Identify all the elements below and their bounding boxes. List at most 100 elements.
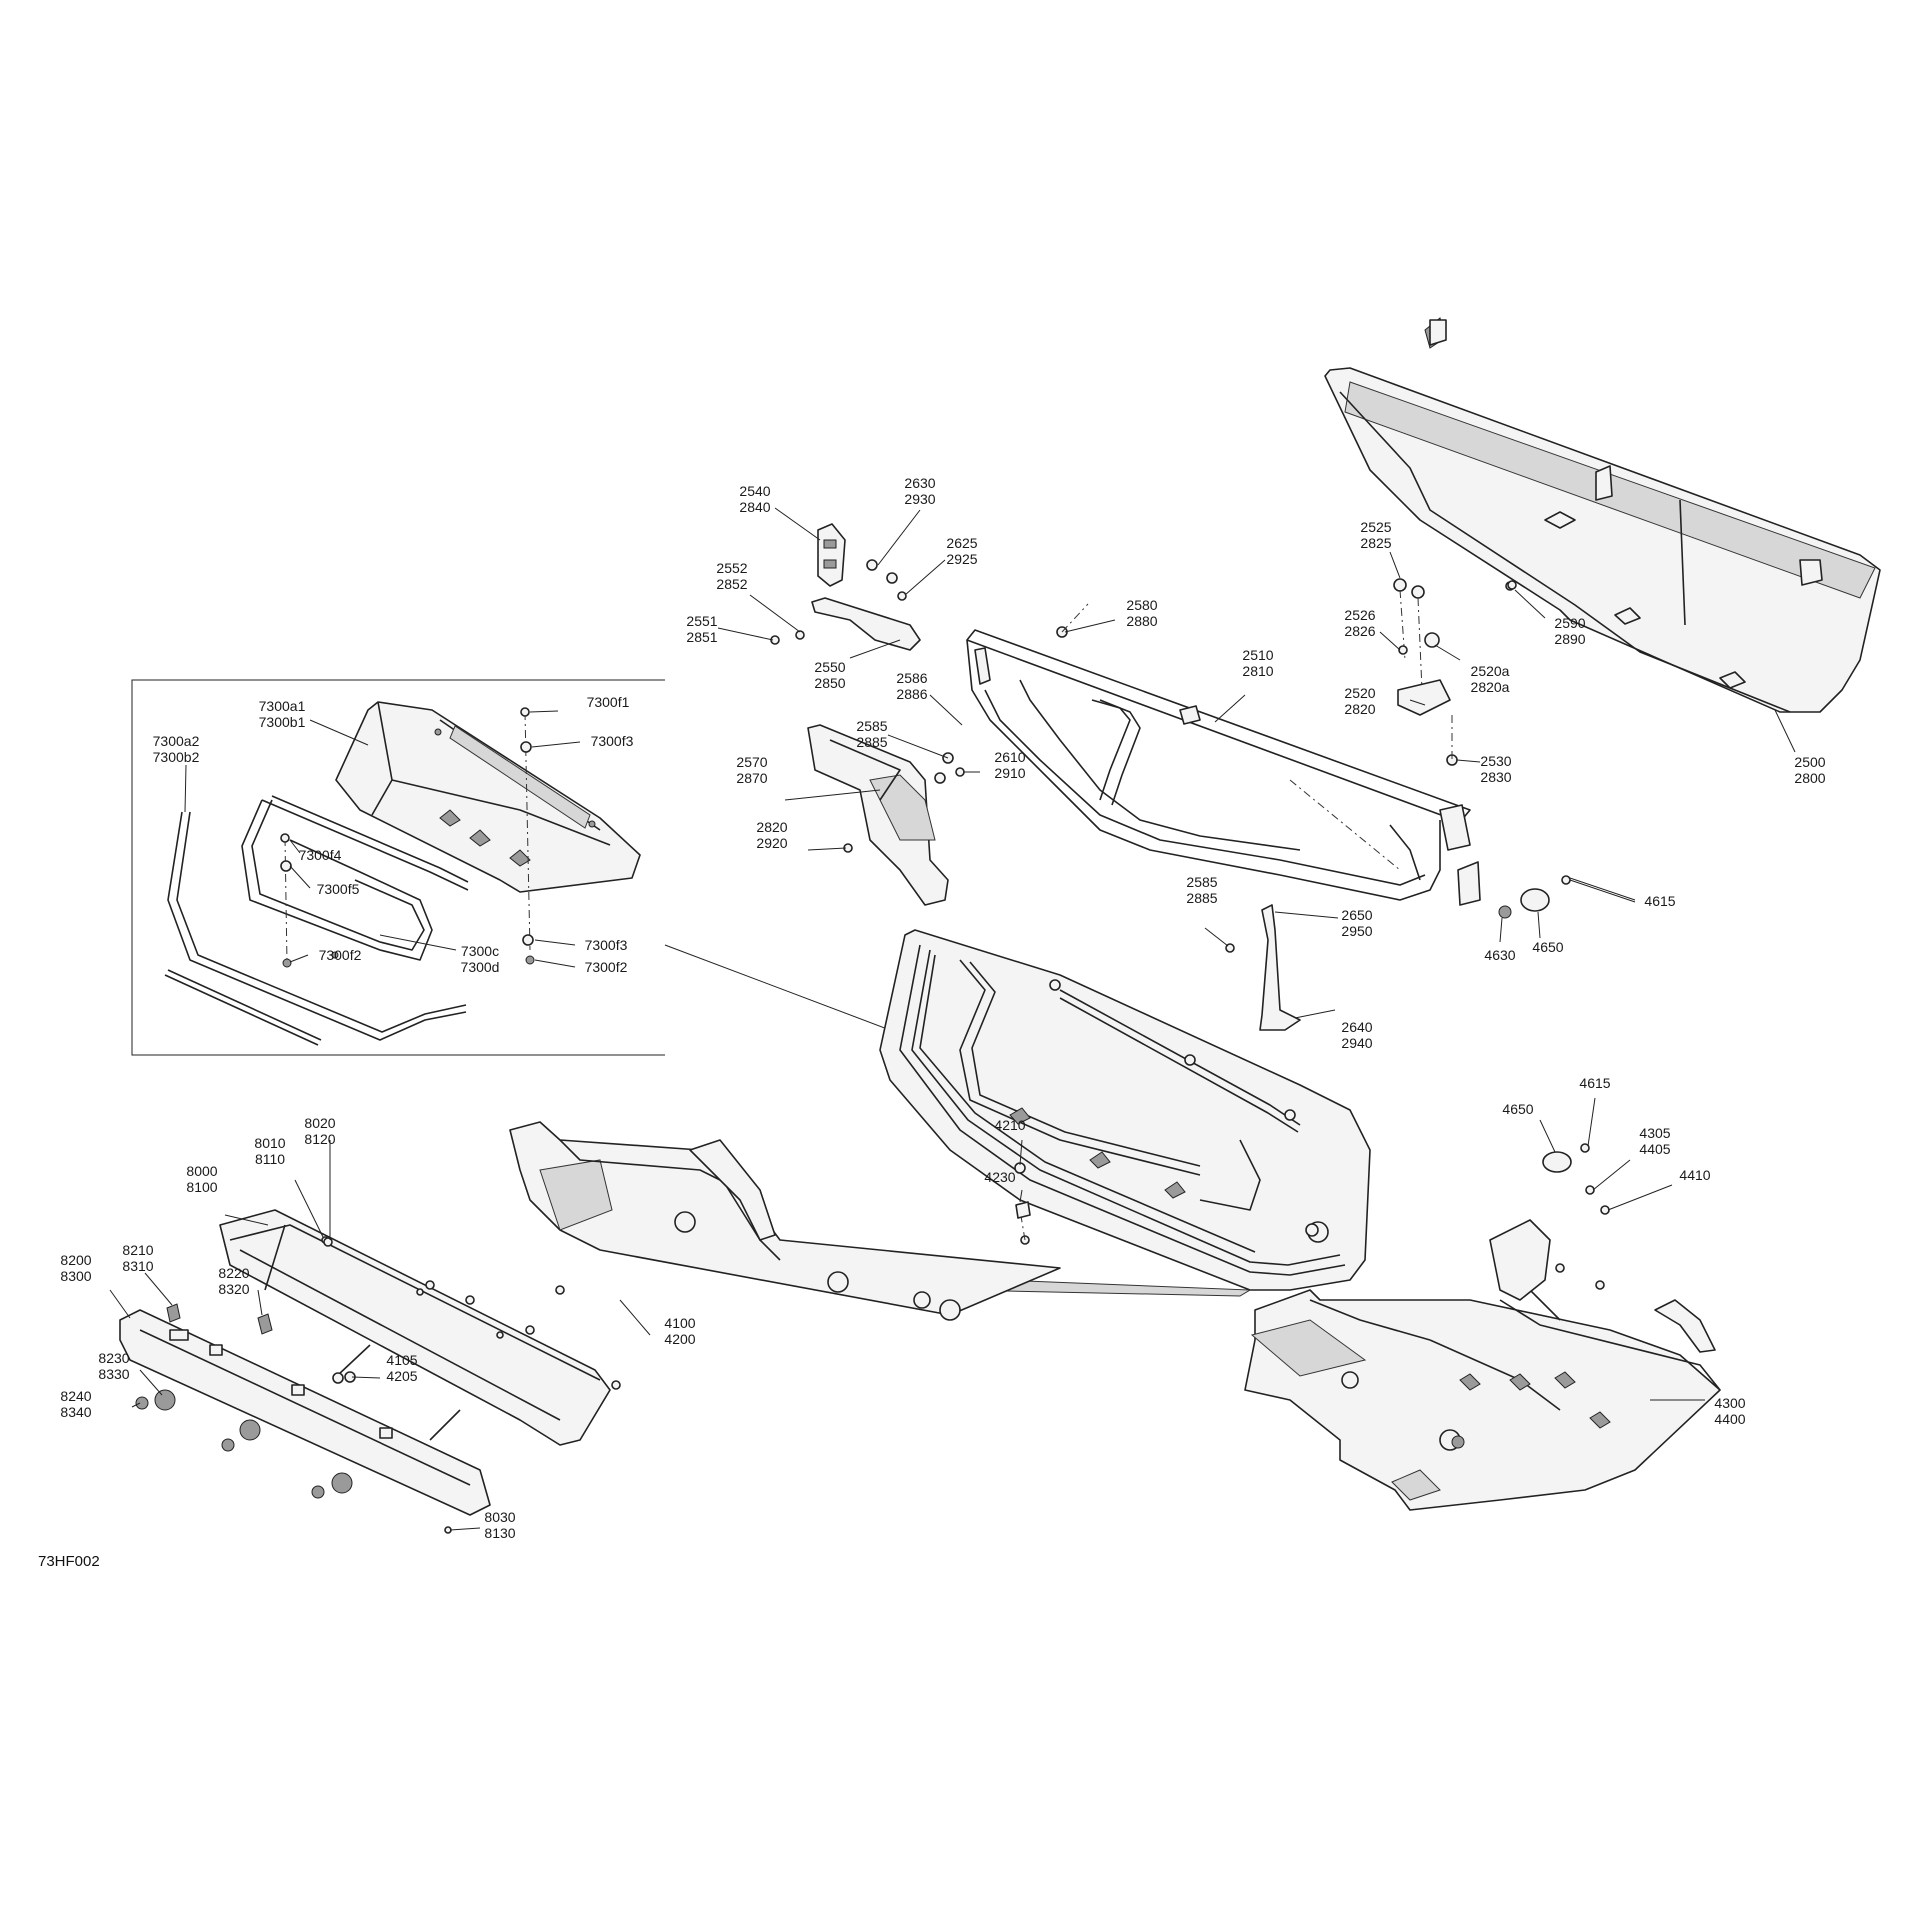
part-number: 2585: [1186, 874, 1217, 890]
callout: 4210: [994, 1117, 1025, 1133]
part-number: 8240: [60, 1388, 91, 1404]
part-door-assembly: [879, 929, 1371, 1297]
part-number: 2820a: [1471, 679, 1510, 695]
part-number: 8000: [186, 1163, 217, 1179]
part-number: 7300f1: [587, 694, 630, 710]
part-hinge-2540: [817, 523, 907, 601]
part-rocker-rail: [119, 1309, 491, 1516]
callout: 7300f3: [585, 937, 628, 953]
callout: 7300f2: [319, 947, 362, 963]
figure-reference: 73HF002: [38, 1553, 100, 1570]
part-door-outer-panel: [1324, 317, 1881, 713]
callout: 7300f1: [587, 694, 630, 710]
part-latch-bracket-2550: [770, 597, 921, 651]
part-number: 2920: [756, 835, 787, 851]
part-number: 4305: [1639, 1125, 1670, 1141]
part-number: 2820: [1344, 701, 1375, 717]
part-rear-panel: [1244, 1143, 1721, 1511]
part-number: 2880: [1126, 613, 1157, 629]
part-number: 2590: [1554, 615, 1585, 631]
part-number: 2551: [686, 613, 717, 629]
part-number: 2580: [1126, 597, 1157, 613]
part-number: 8030: [484, 1509, 515, 1525]
part-number: 2910: [994, 765, 1025, 781]
part-number: 7300b1: [259, 714, 306, 730]
part-number: 8020: [304, 1115, 335, 1131]
part-number: 2830: [1480, 769, 1511, 785]
part-number: 8220: [218, 1265, 249, 1281]
callout: 4615: [1644, 893, 1675, 909]
part-number: 4230: [984, 1169, 1015, 1185]
part-number: 2640: [1341, 1019, 1372, 1035]
part-number: 2586: [896, 670, 927, 686]
part-number: 2850: [814, 675, 845, 691]
part-number: 7300f3: [585, 937, 628, 953]
part-number: 8110: [255, 1151, 285, 1167]
callout: 7300f4: [299, 847, 342, 863]
part-step-channel: [219, 1209, 611, 1446]
leader-lines: [109, 507, 1796, 1531]
part-number: 7300f5: [317, 881, 360, 897]
callout: 4630: [1484, 947, 1515, 963]
part-number: 4405: [1639, 1141, 1670, 1157]
small-fasteners-upper: [1056, 578, 1517, 766]
part-number: 4630: [1484, 947, 1515, 963]
part-door-frame: [966, 629, 1481, 906]
part-number: 4210: [994, 1117, 1025, 1133]
part-number: 2940: [1341, 1035, 1372, 1051]
part-number: 2885: [1186, 890, 1217, 906]
part-number: 7300d: [461, 959, 500, 975]
part-number: 7300f3: [591, 733, 634, 749]
part-number: 4100: [664, 1315, 695, 1331]
part-number: 2870: [736, 770, 767, 786]
part-number: 2840: [739, 499, 770, 515]
rail-fasteners: [135, 1224, 621, 1534]
part-number: 4615: [1644, 893, 1675, 909]
part-number: 2885: [856, 734, 887, 750]
callout: 4410: [1679, 1167, 1710, 1183]
part-sill-panel: [509, 1121, 1061, 1321]
part-number: 8320: [218, 1281, 249, 1297]
callout: 7300f5: [317, 881, 360, 897]
part-number: 2925: [946, 551, 977, 567]
part-inner-door-panel: [335, 701, 641, 893]
part-strap-2650: [1225, 904, 1301, 1031]
part-number: 2820: [756, 819, 787, 835]
part-number: 2810: [1242, 663, 1273, 679]
part-number: 2540: [739, 483, 770, 499]
part-number: 2852: [716, 576, 747, 592]
part-number: 4205: [386, 1368, 417, 1384]
part-number: 7300f2: [585, 959, 628, 975]
part-number: 8010: [254, 1135, 285, 1151]
part-number: 4400: [1714, 1411, 1745, 1427]
part-number: 2525: [1360, 519, 1391, 535]
part-number: 2825: [1360, 535, 1391, 551]
part-number: 2625: [946, 535, 977, 551]
part-number: 2930: [904, 491, 935, 507]
callout: 4650: [1532, 939, 1563, 955]
part-number: 8300: [60, 1268, 91, 1284]
part-number: 8310: [122, 1258, 153, 1274]
